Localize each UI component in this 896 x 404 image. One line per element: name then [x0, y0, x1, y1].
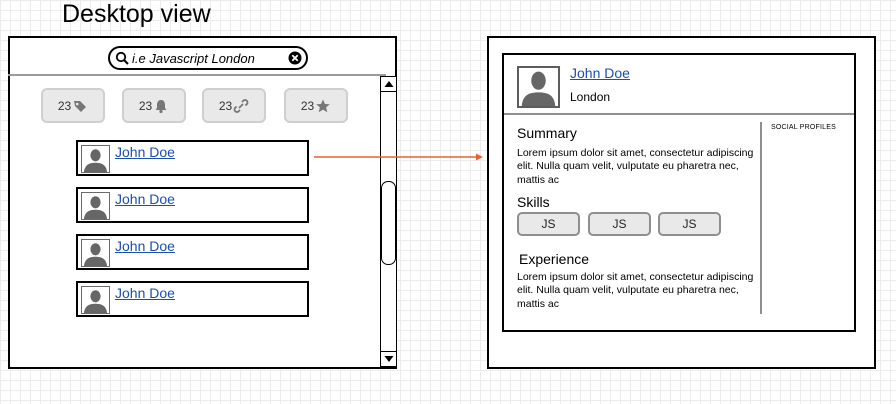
summary-heading: Summary [517, 125, 577, 141]
skill-chip[interactable]: JS [658, 212, 721, 236]
link-icon [233, 98, 249, 113]
scrollbar[interactable] [380, 76, 397, 367]
filter-button-alerts[interactable]: 23 [122, 88, 186, 123]
experience-heading: Experience [519, 251, 590, 267]
profile-divider [504, 113, 854, 115]
search-bar[interactable] [108, 46, 308, 70]
sidebar-divider [760, 122, 762, 314]
filter-button-favorites[interactable]: 23 [284, 88, 348, 123]
profile-frame: John Doe London SOCIAL PROFILES Summary … [487, 36, 876, 369]
user-avatar-icon [82, 146, 109, 172]
filter-button-links[interactable]: 23 [202, 88, 266, 123]
profile-location: London [570, 90, 611, 104]
avatar [81, 239, 110, 267]
scroll-thumb[interactable] [381, 181, 396, 265]
skills-heading: Skills [517, 194, 550, 210]
tag-icon [74, 100, 87, 112]
scroll-up-button[interactable] [381, 77, 396, 92]
result-card[interactable]: John Doe [76, 281, 309, 317]
navigation-arrow [314, 153, 483, 161]
filter-button-tags[interactable]: 23 [41, 88, 105, 123]
user-avatar-icon [82, 287, 109, 313]
profile-name-link[interactable]: John Doe [570, 65, 630, 81]
triangle-down-icon [384, 356, 393, 362]
search-icon [115, 51, 129, 65]
clear-search-icon[interactable] [288, 51, 302, 65]
avatar [81, 286, 110, 314]
summary-text: Lorem ipsum dolor sit amet, consectetur … [517, 147, 754, 186]
filter-count: 23 [218, 98, 233, 113]
experience-text: Lorem ipsum dolor sit amet, consectetur … [517, 271, 754, 310]
search-input[interactable] [132, 49, 284, 67]
user-avatar-icon [82, 193, 109, 219]
skill-chip[interactable]: JS [588, 212, 651, 236]
header-divider [8, 74, 386, 76]
scroll-down-button[interactable] [381, 351, 396, 366]
user-avatar-icon [82, 240, 109, 266]
filter-count: 23 [138, 98, 153, 113]
avatar [81, 145, 110, 173]
page-title: Desktop view [62, 0, 211, 28]
result-card[interactable]: John Doe [76, 234, 309, 270]
search-results-frame: 23 23 23 23 [8, 36, 397, 369]
user-avatar-icon [519, 68, 558, 106]
profile-card: John Doe London SOCIAL PROFILES Summary … [502, 53, 856, 332]
avatar [517, 66, 560, 108]
result-name-link[interactable]: John Doe [115, 144, 175, 160]
triangle-up-icon [384, 81, 393, 87]
social-profiles-label: SOCIAL PROFILES [771, 124, 836, 131]
bell-icon [155, 99, 167, 113]
filter-count: 23 [300, 98, 315, 113]
avatar [81, 192, 110, 220]
filter-count: 23 [57, 98, 72, 113]
star-icon [316, 99, 330, 112]
result-name-link[interactable]: John Doe [115, 191, 175, 207]
result-name-link[interactable]: John Doe [115, 238, 175, 254]
skill-chip[interactable]: JS [517, 212, 580, 236]
result-card[interactable]: John Doe [76, 140, 309, 176]
result-card[interactable]: John Doe [76, 187, 309, 223]
result-name-link[interactable]: John Doe [115, 285, 175, 301]
